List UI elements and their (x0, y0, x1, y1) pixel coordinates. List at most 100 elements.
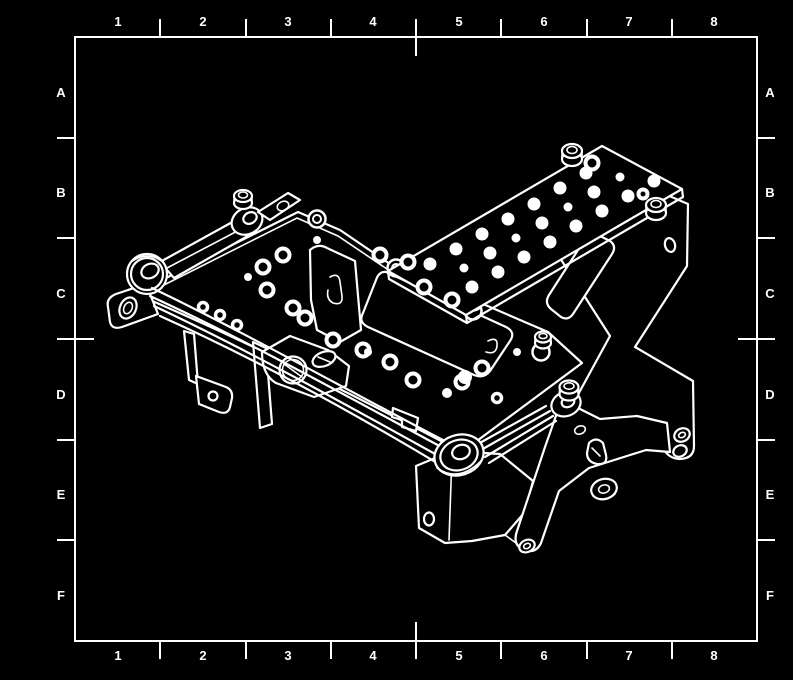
roller-side-arc (592, 493, 616, 501)
column-label-bottom-1: 1 (114, 648, 121, 663)
screw-slot (283, 363, 303, 378)
roller-bore (597, 484, 611, 494)
hole (207, 390, 219, 402)
column-label-bottom-3: 3 (284, 648, 291, 663)
left-arm-linkage (106, 188, 302, 329)
hole (663, 237, 677, 253)
arm-line (479, 409, 552, 452)
column-label-bottom-7: 7 (625, 648, 632, 663)
top-grid-ticks (159, 19, 673, 56)
arm-line (483, 414, 555, 459)
bolt-top (566, 145, 578, 155)
column-label-bottom-5: 5 (455, 648, 462, 663)
upright-bracket (308, 244, 363, 344)
perforated-plate-thickness (386, 187, 685, 325)
column-label-bottom-2: 2 (199, 648, 206, 663)
bottom-grid-ticks (159, 622, 673, 659)
bolt-head (560, 142, 584, 160)
front-roller-bearing (433, 433, 485, 477)
bearing-washer-arc (436, 460, 482, 475)
perforated-plate (386, 142, 685, 325)
bearing-washer-arc (130, 255, 164, 263)
column-label-top-3: 3 (284, 14, 291, 29)
row-labels-left: A B C D E F (56, 85, 66, 603)
bolt (533, 330, 553, 350)
bolt (560, 142, 584, 168)
left-arm-inner-line (166, 226, 246, 269)
row-label-left-B: B (56, 185, 65, 200)
column-label-top-4: 4 (369, 14, 377, 29)
row-label-right-F: F (766, 588, 774, 603)
deck-small-ring-holes (196, 300, 504, 405)
hole (422, 511, 436, 527)
arm-line (476, 404, 548, 446)
bearing-bore (451, 443, 471, 461)
column-label-bottom-8: 8 (710, 648, 717, 663)
roller-bore (522, 542, 532, 550)
column-labels-bottom: 1 2 3 4 5 6 7 8 (114, 648, 717, 663)
row-label-right-D: D (765, 387, 774, 402)
front-rail (148, 286, 464, 474)
rail-line (158, 314, 454, 474)
row-label-right-C: C (765, 286, 775, 301)
column-label-top-2: 2 (199, 14, 206, 29)
column-label-top-8: 8 (710, 14, 717, 29)
row-label-left-A: A (56, 85, 66, 100)
column-label-bottom-6: 6 (540, 648, 547, 663)
bolt-top (237, 191, 249, 199)
row-label-right-A: A (765, 85, 775, 100)
row-labels-right: A B C D E F (765, 85, 775, 603)
bolt (644, 196, 668, 222)
column-labels-top: 1 2 3 4 5 6 7 8 (114, 14, 717, 29)
rod-end-bore (242, 211, 258, 225)
roller (672, 444, 688, 458)
hanging-tab (194, 374, 234, 414)
right-clevis (550, 379, 582, 418)
bolt (558, 379, 580, 402)
row-label-left-C: C (56, 286, 66, 301)
roller (590, 477, 618, 501)
bolt (232, 188, 254, 211)
column-label-bottom-4: 4 (369, 648, 377, 663)
arm-line (487, 419, 558, 465)
oval-boss-line (317, 356, 331, 363)
bolt-top (563, 381, 575, 390)
left-grid-ticks (57, 137, 94, 541)
right-arm-bundle (476, 404, 558, 465)
row-label-right-E: E (766, 487, 775, 502)
bearing-race (129, 256, 165, 292)
bolt-top (538, 332, 548, 340)
upright-slot (326, 274, 343, 305)
hole (573, 424, 587, 436)
recess-hook-slot (485, 338, 498, 354)
hole-inner (122, 301, 134, 315)
deck-recess (360, 270, 514, 378)
rail-line (150, 286, 464, 452)
deck-plate (148, 209, 584, 454)
bracket-outline (514, 406, 672, 553)
row-label-left-E: E (57, 487, 66, 502)
bearing-bore (140, 262, 160, 280)
sheet-frame: 1 2 3 4 5 6 7 8 1 2 3 4 5 6 7 8 A B C D … (56, 14, 775, 663)
plate-ring-holes (399, 154, 650, 309)
column-label-top-1: 1 (114, 14, 121, 29)
hole (118, 296, 138, 320)
link-plate (256, 191, 302, 222)
row-label-left-F: F (57, 588, 65, 603)
column-label-top-5: 5 (455, 14, 462, 29)
row-label-left-D: D (56, 387, 65, 402)
roller-bore (677, 431, 687, 439)
row-label-right-B: B (765, 185, 774, 200)
hole (276, 200, 290, 212)
isometric-assembly-drawing (106, 142, 696, 554)
roller (673, 427, 691, 443)
roller (518, 538, 536, 554)
column-label-top-6: 6 (540, 14, 547, 29)
rail-line (152, 304, 457, 467)
teardrop-slot (591, 447, 601, 457)
bearing-race (439, 438, 479, 472)
foot-arm (504, 534, 517, 544)
right-linkage-bracket (514, 406, 691, 554)
